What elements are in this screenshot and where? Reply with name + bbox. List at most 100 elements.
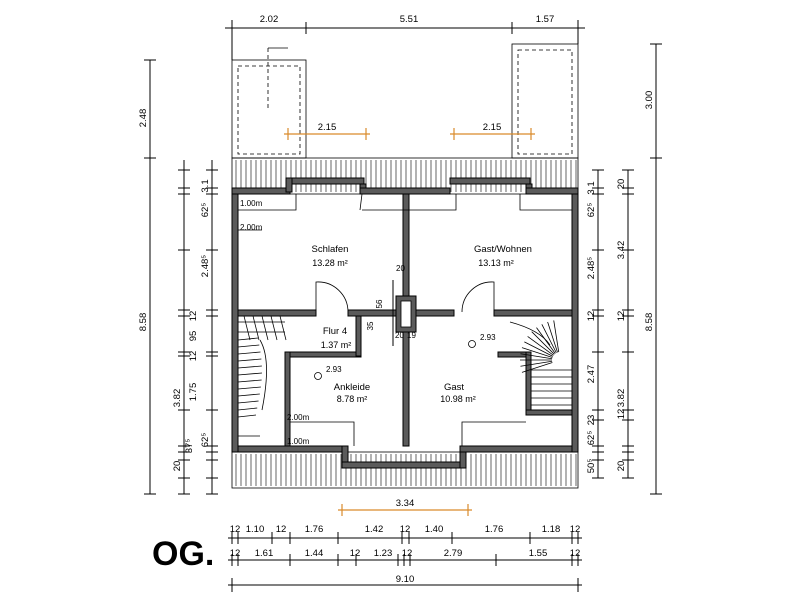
dim-label: 62⁵ [586, 431, 597, 446]
dim-label: 9.10 [396, 574, 415, 585]
dim-label: 12 [616, 311, 627, 322]
dim-label: 1.57 [536, 14, 555, 25]
dim-label: 1.75 [188, 383, 199, 402]
height-notes: 1.00m 2.00m 2.00m 1.00m [240, 199, 310, 446]
dim-label: 1.42 [365, 524, 384, 535]
dim-label: 1.76 [305, 524, 324, 535]
stair-tread [279, 315, 287, 341]
doors [315, 281, 495, 313]
dim-label: 62⁵ [586, 203, 597, 218]
dim-label: 2.47 [586, 365, 597, 384]
dim-label: 3.82 [616, 389, 627, 408]
left-dimension-chains: 2.48 8.58 3.82 20 3.162⁵2.48⁵1295121.753… [138, 59, 218, 495]
dim-label: 12 [230, 548, 241, 559]
dim-label: 3.1 [200, 179, 211, 192]
walls [231, 177, 579, 469]
stair-tread [237, 365, 262, 369]
dim-label: 20 [396, 264, 405, 273]
dim-label: 12 [350, 548, 361, 559]
stair-tread [237, 414, 257, 418]
dormer-right [511, 43, 579, 159]
bottom-center-dimension: 3.34 [338, 498, 472, 516]
stair-tread [520, 360, 553, 367]
stair-tread [252, 315, 260, 341]
dim-label: 37⁵ [184, 439, 195, 454]
height-note: 1.00m [287, 437, 310, 446]
dim-label: 12 [188, 351, 199, 362]
dim-label: 62⁵ [200, 203, 211, 218]
stair-tread [521, 362, 553, 373]
stair-tread [237, 393, 260, 397]
dim-label: 35 [366, 321, 375, 330]
dim-label: 2.48⁵ [200, 255, 211, 277]
dim-label: 3.82 [172, 389, 183, 408]
dim-label: 3.42 [616, 241, 627, 260]
dim-label: 12 [276, 524, 287, 535]
spot-level: 2.93 [480, 333, 496, 342]
stair-tread [553, 320, 560, 353]
stair-tread [527, 336, 554, 356]
dim-label: 50⁵ [586, 459, 597, 474]
stair-tread [237, 407, 258, 411]
stair-tread [270, 315, 278, 341]
dim-label: 20 [172, 461, 183, 472]
dim-label: 1.44 [305, 548, 324, 559]
spot-level: 2.93 [326, 365, 342, 374]
stair-tread [524, 341, 554, 357]
dim-label: 1.10 [246, 524, 265, 535]
room-area: 13.13 m² [478, 258, 514, 268]
stair-tread [237, 337, 259, 341]
dim-label: 95 [188, 331, 199, 342]
stair-tread [520, 353, 553, 360]
dim-label: 20 [395, 331, 404, 340]
stair-tread [536, 327, 556, 354]
height-note: 2.00m [287, 413, 310, 422]
dim-label: 1.18 [542, 524, 561, 535]
dim-label: 2.02 [260, 14, 279, 25]
staircase-right [509, 320, 572, 406]
room-area: 10.98 m² [440, 394, 476, 404]
dim-label: 1.40 [425, 524, 444, 535]
dim-label: 23 [586, 415, 597, 426]
dim-label: 2.79 [444, 548, 463, 559]
stair-tread [237, 386, 261, 390]
dim-label: 1.55 [529, 548, 548, 559]
room-labels: Schlafen 13.28 m² Gast/Wohnen 13.13 m² F… [312, 244, 532, 404]
dim-label: 3.1 [586, 181, 597, 194]
dim-label: 12 [570, 548, 581, 559]
dim-label: 8.58 [644, 313, 655, 332]
dormer-left [231, 47, 307, 159]
bottom-overall-dimension: 9.10 [228, 574, 582, 592]
dim-label: 56 [375, 299, 384, 308]
dim-label: 20 [616, 179, 627, 190]
roof-edge-bottom [231, 451, 579, 489]
spot-levels: 2.93 2.93 [314, 333, 496, 380]
staircase-left [237, 315, 287, 418]
room-area: 13.28 m² [312, 258, 348, 268]
dim-label: 12 [570, 524, 581, 535]
stair-tread [237, 379, 262, 383]
dim-label: 12 [586, 311, 597, 322]
stair-tread [237, 372, 263, 376]
top-dimension-line: 2.02 5.51 1.57 [225, 14, 585, 60]
dim-label: 5.51 [400, 14, 419, 25]
dim-label: 2.48⁵ [586, 257, 597, 279]
dim-label: 1.76 [485, 524, 504, 535]
plan-title: OG. [152, 535, 214, 573]
dim-label: 12 [402, 548, 413, 559]
dim-label: 19 [407, 331, 416, 340]
stair-tread [237, 351, 261, 355]
height-note: 1.00m [240, 199, 263, 208]
stair-tread [547, 321, 558, 353]
kneewall-lines [238, 193, 572, 446]
height-note: 2.00m [240, 223, 263, 232]
room-name: Gast/Wohnen [474, 244, 532, 255]
dim-label: 2.48 [138, 109, 149, 128]
dim-label: 8.58 [138, 313, 149, 332]
center-dimensions: 20 56 35 20 19 [366, 264, 416, 346]
dim-label: 2.15 [318, 122, 337, 133]
stair-tread [521, 347, 553, 358]
